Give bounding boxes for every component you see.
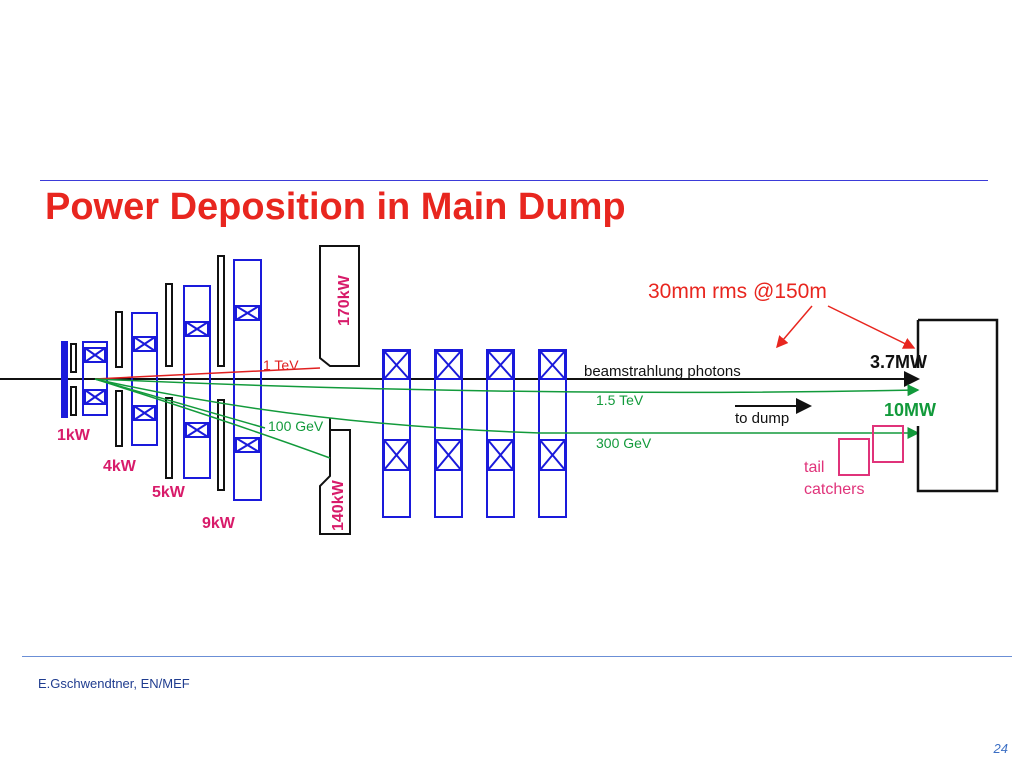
- dump-photon-power: 3.7MW: [870, 352, 927, 372]
- beam-label-300gev: 300 GeV: [596, 435, 652, 451]
- magnet-stack-2: [131, 312, 158, 446]
- beam-low-energy-line: [94, 378, 266, 429]
- upper-collimator-power: 170kW: [336, 274, 353, 326]
- main-dump: [916, 318, 999, 493]
- footer-divider: [22, 656, 1012, 657]
- slide-title: Power Deposition in Main Dump: [45, 186, 626, 228]
- power-label-9kw: 9kW: [202, 515, 236, 532]
- beamline-diagram: 1kW 4kW 5kW 9kW 170kW 140kW 1 TeV 100 Ge…: [0, 245, 999, 535]
- tail-catchers-label-line2: catchers: [804, 481, 864, 498]
- tail-catchers-label-line1: tail: [804, 459, 824, 476]
- beam-100gev-line: [94, 378, 331, 459]
- power-label-5kw: 5kW: [152, 484, 186, 501]
- power-label-4kw: 4kW: [103, 458, 137, 475]
- title-underline: [40, 180, 988, 181]
- tail-catcher-1: [838, 438, 870, 476]
- photon-label: beamstrahlung photons: [584, 363, 741, 380]
- magnet-stack-4: [233, 259, 262, 501]
- absorber-2: [115, 311, 123, 447]
- absorber-4: [217, 255, 225, 491]
- to-dump-label: to dump: [735, 410, 789, 427]
- beam-label-100gev: 100 GeV: [268, 418, 324, 434]
- rms-annotation: 30mm rms @150m: [648, 280, 827, 303]
- dump-beam-power: 10MW: [884, 400, 936, 420]
- annotation-arrow-right: [827, 305, 916, 349]
- first-absorber-pair: [70, 343, 77, 416]
- beam-300gev-line: [94, 378, 920, 439]
- lower-collimator: [319, 418, 351, 535]
- beam-1tev-line: [94, 367, 321, 380]
- beam-1-5tev-line: [94, 378, 920, 397]
- upper-collimator: [319, 245, 360, 367]
- annotation-arrow-left: [776, 305, 813, 349]
- tail-catcher-2: [872, 425, 904, 463]
- quad-array: [382, 349, 567, 518]
- beam-label-1-5tev: 1.5 TeV: [596, 392, 644, 408]
- absorber-3: [165, 283, 173, 479]
- page-number: 24: [993, 741, 1008, 756]
- power-label-1kw: 1kW: [57, 427, 91, 444]
- magnet-stack-3: [183, 285, 211, 479]
- lower-collimator-power: 140kW: [330, 479, 347, 531]
- beam-label-1tev: 1 TeV: [263, 357, 299, 373]
- footer-author: E.Gschwendtner, EN/MEF: [38, 676, 190, 691]
